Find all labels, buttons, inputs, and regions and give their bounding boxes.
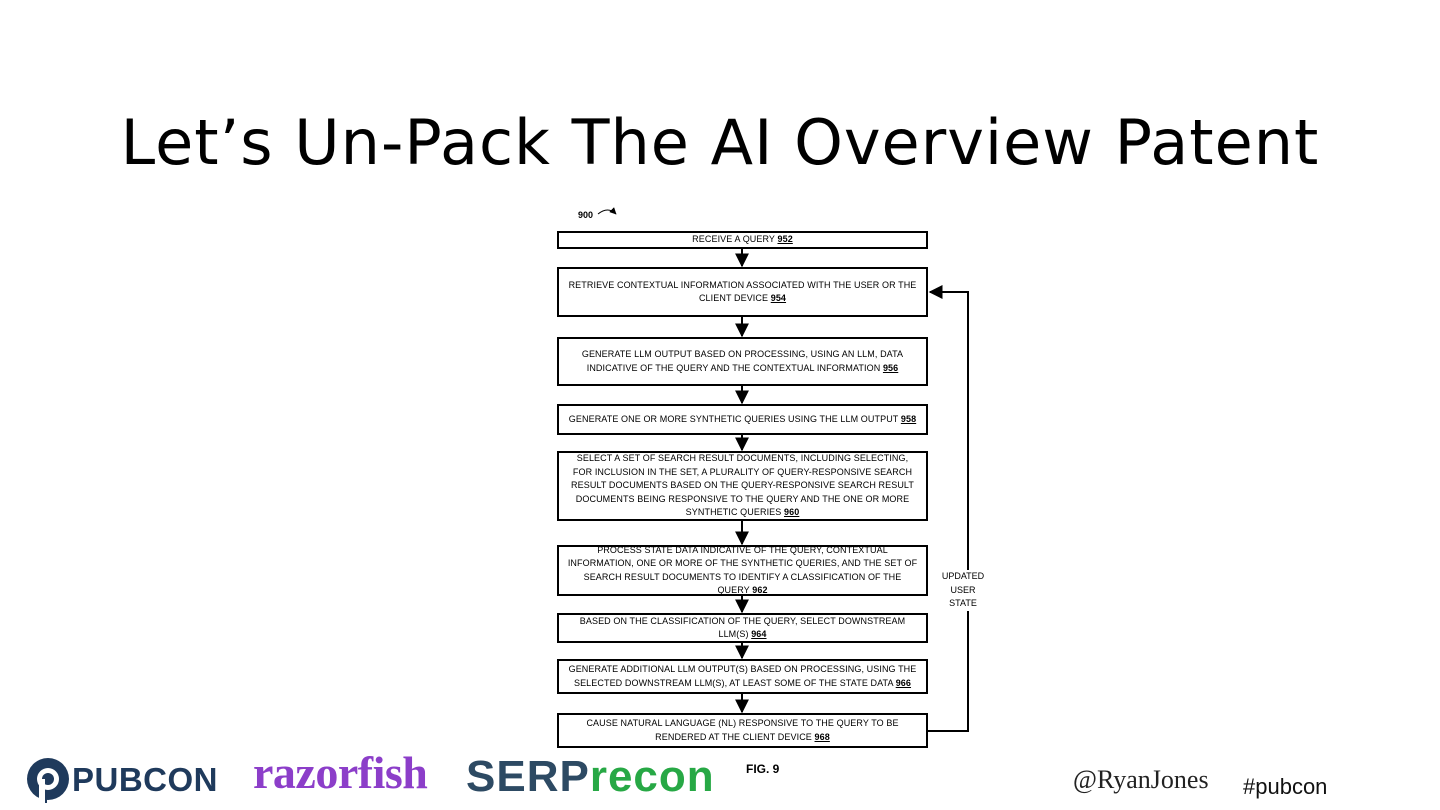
flow-step-ref: 968 [814, 731, 830, 742]
serprecon-logo: SERPrecon [466, 752, 715, 802]
loop-label-line: STATE [949, 598, 977, 608]
razorfish-logo: razorfish [253, 747, 428, 798]
flow-step-box: RETRIEVE CONTEXTUAL INFORMATION ASSOCIAT… [557, 267, 928, 317]
flow-step-box: RECEIVE A QUERY 952 [557, 231, 928, 249]
flow-step-ref: 952 [777, 234, 793, 245]
flow-step-ref: 966 [895, 677, 912, 688]
flow-step-label: SELECT A SET OF SEARCH RESULT DOCUMENTS,… [571, 453, 914, 518]
flow-step-label: GENERATE ONE OR MORE SYNTHETIC QUERIES U… [568, 413, 899, 424]
flow-step-ref: 960 [784, 507, 800, 518]
flow-step-ref: 964 [751, 629, 767, 639]
flow-step-text: RECEIVE A QUERY 952 [692, 233, 793, 247]
flow-step-text: GENERATE ONE OR MORE SYNTHETIC QUERIES U… [569, 413, 916, 427]
figure-number: 900 [578, 210, 594, 220]
pubcon-logo: PUBCON [24, 755, 218, 805]
slide-title: Let’s Un-Pack The AI Overview Patent [120, 106, 1320, 179]
flow-step-ref: 958 [900, 413, 917, 424]
flow-step-label: BASED ON THE CLASSIFICATION OF THE QUERY… [579, 615, 906, 640]
flow-step-box: CAUSE NATURAL LANGUAGE (NL) RESPONSIVE T… [557, 713, 928, 748]
pubcon-logo-text: PUBCON [72, 761, 219, 798]
flow-step-label: RETRIEVE CONTEXTUAL INFORMATION ASSOCIAT… [568, 279, 917, 304]
flow-step-box: BASED ON THE CLASSIFICATION OF THE QUERY… [557, 613, 928, 643]
flow-step-text: PROCESS STATE DATA INDICATIVE OF THE QUE… [567, 544, 918, 598]
flow-step-text: GENERATE LLM OUTPUT BASED ON PROCESSING,… [567, 348, 918, 375]
flow-step-box: GENERATE ADDITIONAL LLM OUTPUT(S) BASED … [557, 659, 928, 694]
flow-step-label: GENERATE ADDITIONAL LLM OUTPUT(S) BASED … [568, 664, 917, 688]
figure-number-curve [597, 207, 617, 215]
loop-back-line [928, 285, 969, 732]
loop-label-line: UPDATED [941, 571, 985, 581]
flow-step-text: CAUSE NATURAL LANGUAGE (NL) RESPONSIVE T… [567, 717, 918, 744]
flow-step-label: PROCESS STATE DATA INDICATIVE OF THE QUE… [567, 544, 918, 596]
flow-step-ref: 954 [770, 293, 787, 303]
hashtag: #pubcon [1243, 774, 1328, 799]
pubcon-p-icon [27, 758, 69, 803]
flow-step-box: PROCESS STATE DATA INDICATIVE OF THE QUE… [557, 545, 928, 596]
flow-step-text: RETRIEVE CONTEXTUAL INFORMATION ASSOCIAT… [567, 279, 918, 306]
loop-label-line: USER [950, 584, 976, 595]
flow-step-ref: 956 [882, 362, 899, 373]
twitter-handle: @RyanJones [1073, 765, 1209, 794]
flow-step-ref: 962 [752, 585, 768, 595]
flow-step-text: SELECT A SET OF SEARCH RESULT DOCUMENTS,… [567, 452, 918, 520]
flow-step-box: GENERATE LLM OUTPUT BASED ON PROCESSING,… [557, 337, 928, 386]
serprecon-logo-part: recon [589, 752, 715, 801]
flow-step-box: GENERATE ONE OR MORE SYNTHETIC QUERIES U… [557, 404, 928, 435]
flow-step-text: BASED ON THE CLASSIFICATION OF THE QUERY… [567, 615, 918, 642]
flow-step-label: GENERATE LLM OUTPUT BASED ON PROCESSING,… [581, 349, 904, 373]
figure-caption: FIG. 9 [746, 762, 780, 776]
flow-step-text: GENERATE ADDITIONAL LLM OUTPUT(S) BASED … [567, 663, 918, 690]
loop-label: UPDATED USER STATE [938, 570, 988, 611]
flow-step-label: CAUSE NATURAL LANGUAGE (NL) RESPONSIVE T… [586, 718, 899, 742]
serprecon-logo-part: SERP [466, 752, 590, 801]
flow-step-label: RECEIVE A QUERY [692, 234, 775, 245]
flow-step-box: SELECT A SET OF SEARCH RESULT DOCUMENTS,… [557, 451, 928, 521]
